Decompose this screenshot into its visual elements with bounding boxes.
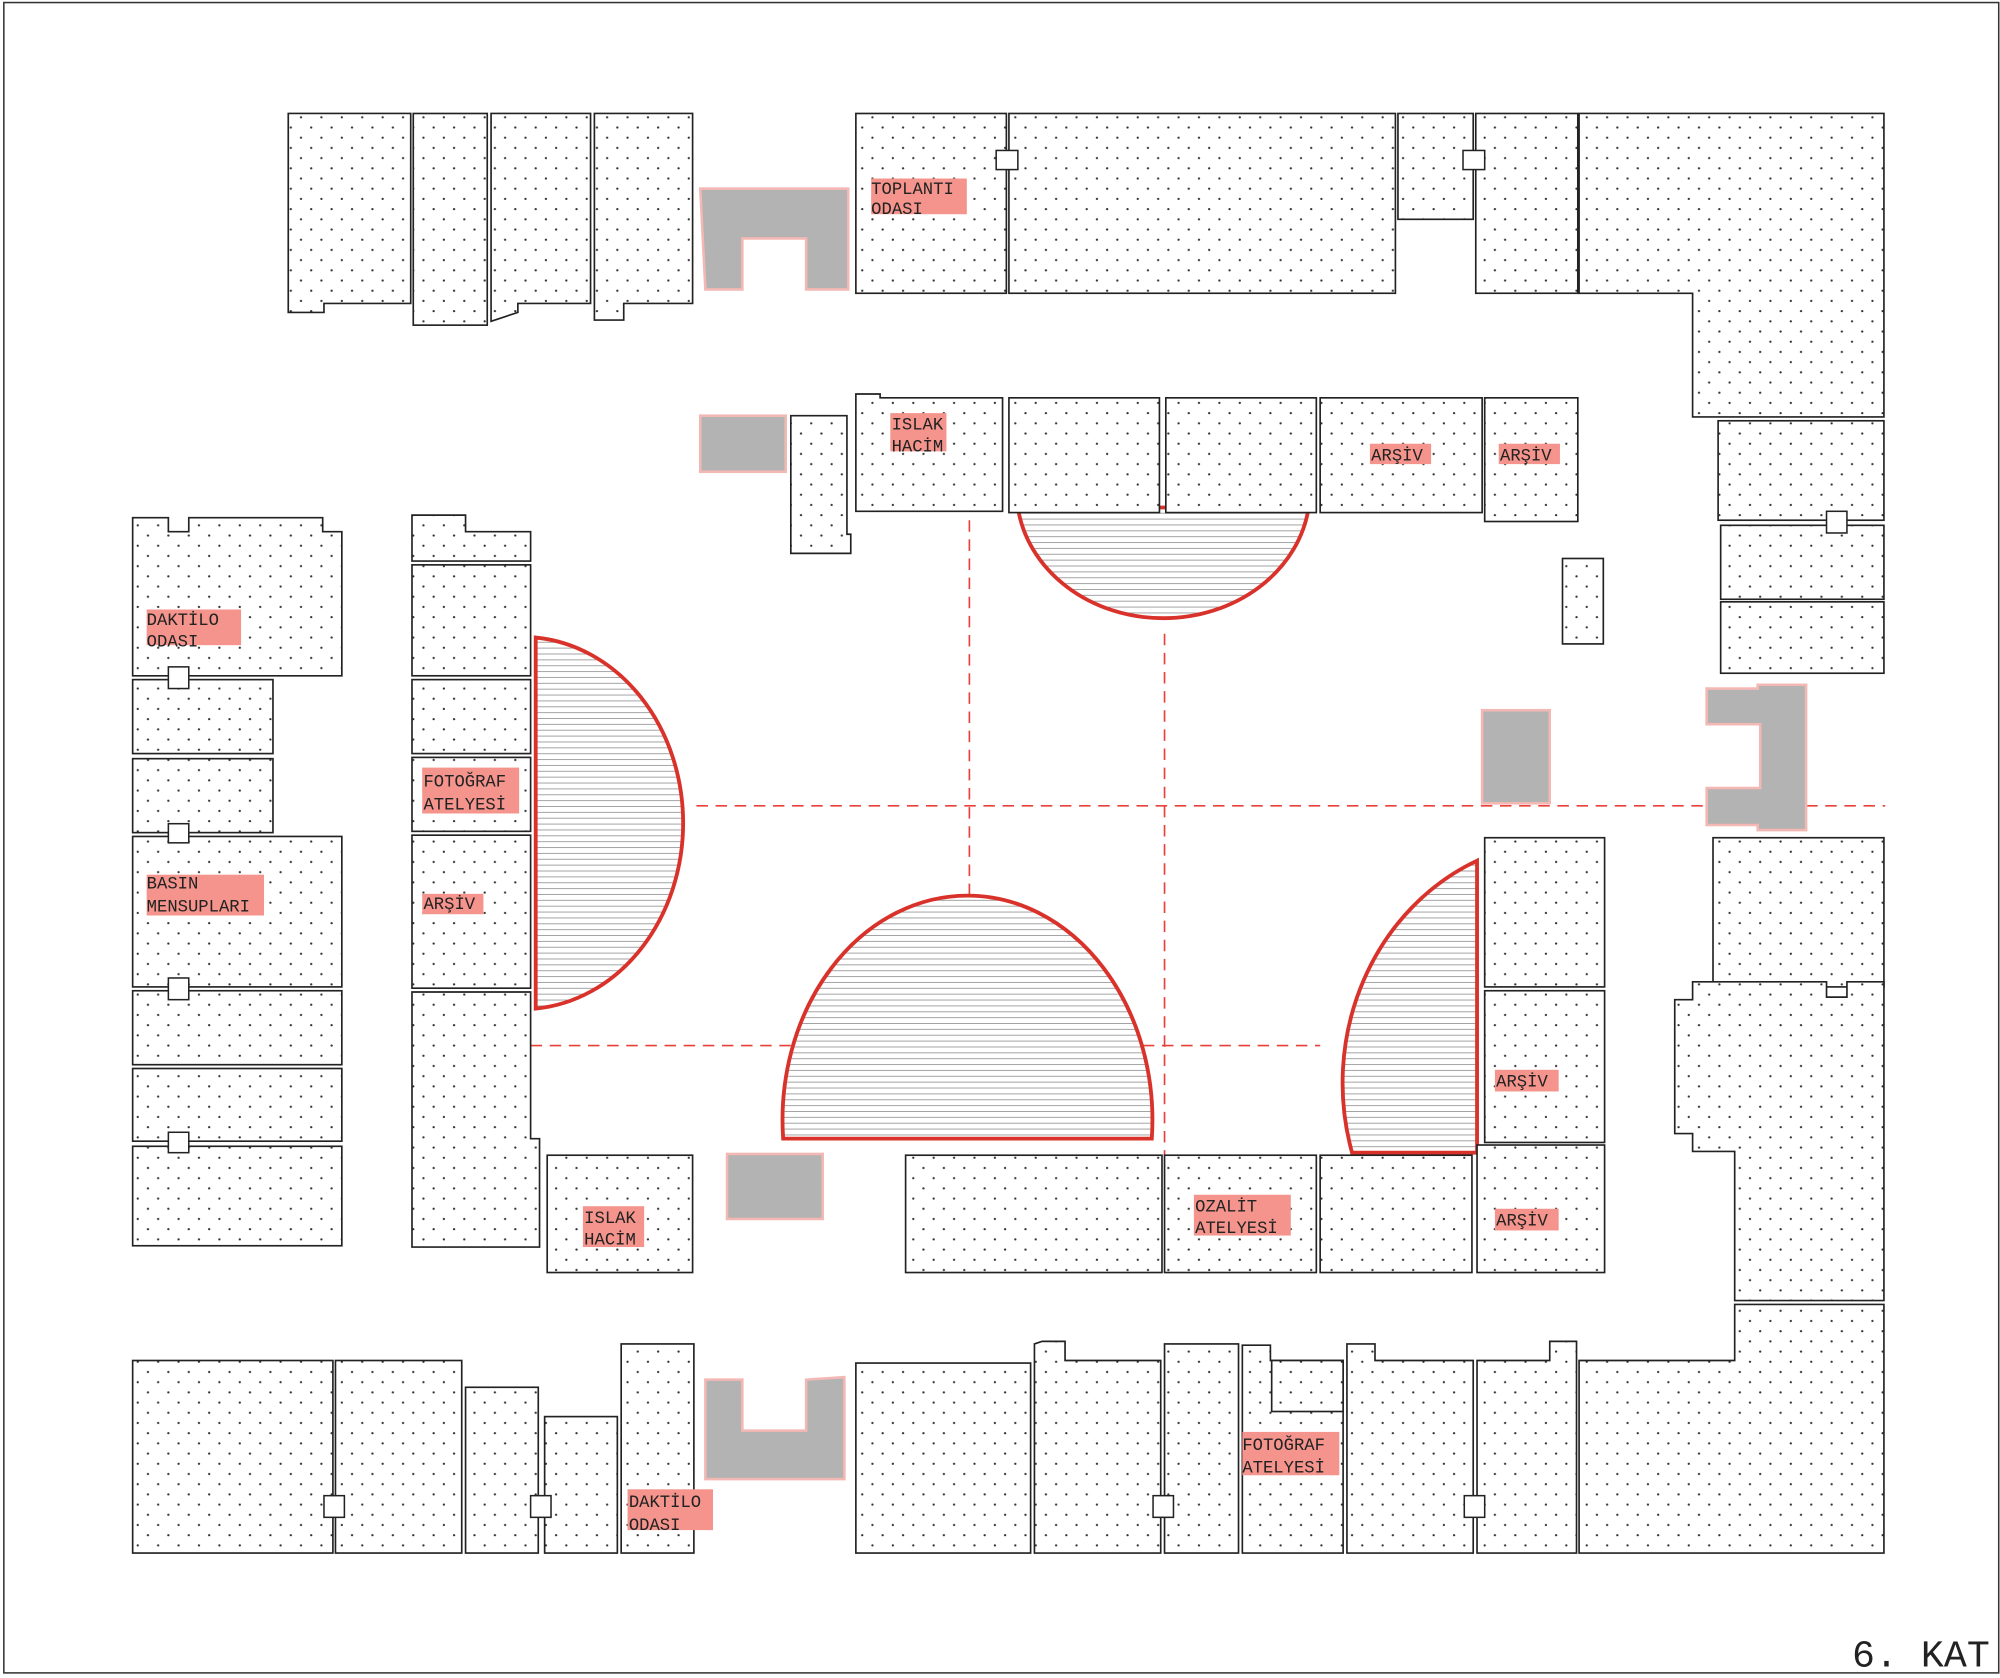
floor-title: 6. KAT [1852,1636,1990,1678]
label-basin-mensuplari: BASIN MENSUPLARI [146,874,265,918]
svg-text:ATELYESİ: ATELYESİ [1195,1219,1278,1239]
circulation-axes [530,520,1886,1156]
column-markers [167,149,1848,1519]
svg-text:ODASI: ODASI [871,201,923,220]
svg-text:ODASI: ODASI [629,1517,681,1536]
svg-text:DAKTİLO: DAKTİLO [147,611,219,631]
label-arsiv-right-2: ARŞİV [1494,1208,1559,1231]
svg-text:FOTOĞRAF: FOTOĞRAF [1242,1436,1325,1456]
svg-text:HACİM: HACİM [892,437,944,457]
svg-text:ODASI: ODASI [147,633,199,652]
svg-text:ISLAK: ISLAK [584,1210,636,1229]
label-fotograf-atelyesi-left: FOTOĞRAF ATELYESİ [422,767,520,816]
atrium-voids [533,505,1479,1155]
label-arsiv-top-2: ARŞİV [1498,443,1560,466]
svg-text:MENSUPLARI: MENSUPLARI [147,899,250,918]
svg-text:DAKTİLO: DAKTİLO [629,1493,701,1513]
void-left [533,635,685,1011]
label-arsiv-right-1: ARŞİV [1494,1069,1559,1092]
label-fotograf-atelyesi-bottom: FOTOĞRAF ATELYESİ [1242,1431,1340,1479]
svg-text:ATELYESİ: ATELYESİ [423,796,506,816]
svg-text:ARŞİV: ARŞİV [1496,1072,1548,1092]
svg-text:ARŞİV: ARŞİV [1500,446,1552,466]
stairs [698,187,1808,1481]
svg-text:FOTOĞRAF: FOTOĞRAF [423,773,506,793]
label-daktilo-odasi-left: DAKTİLO ODASI [146,609,242,652]
svg-text:ARŞİV: ARŞİV [1371,446,1423,466]
svg-text:BASIN: BASIN [147,876,199,895]
svg-text:OZALİT: OZALİT [1195,1197,1257,1217]
label-daktilo-odasi-bottom: DAKTİLO ODASI [627,1489,714,1536]
svg-text:ISLAK: ISLAK [892,417,944,436]
void-right [1340,857,1479,1155]
label-arsiv-top-1: ARŞİV [1369,443,1432,466]
svg-text:ARŞİV: ARŞİV [423,895,475,915]
void-top [1015,505,1311,621]
svg-text:ATELYESİ: ATELYESİ [1242,1459,1325,1479]
svg-text:HACİM: HACİM [584,1230,636,1250]
label-arsiv-left: ARŞİV [422,893,484,915]
svg-text:ARŞİV: ARŞİV [1496,1211,1548,1231]
void-bottom [780,893,1155,1141]
svg-text:TOPLANTI: TOPLANTI [871,181,954,200]
